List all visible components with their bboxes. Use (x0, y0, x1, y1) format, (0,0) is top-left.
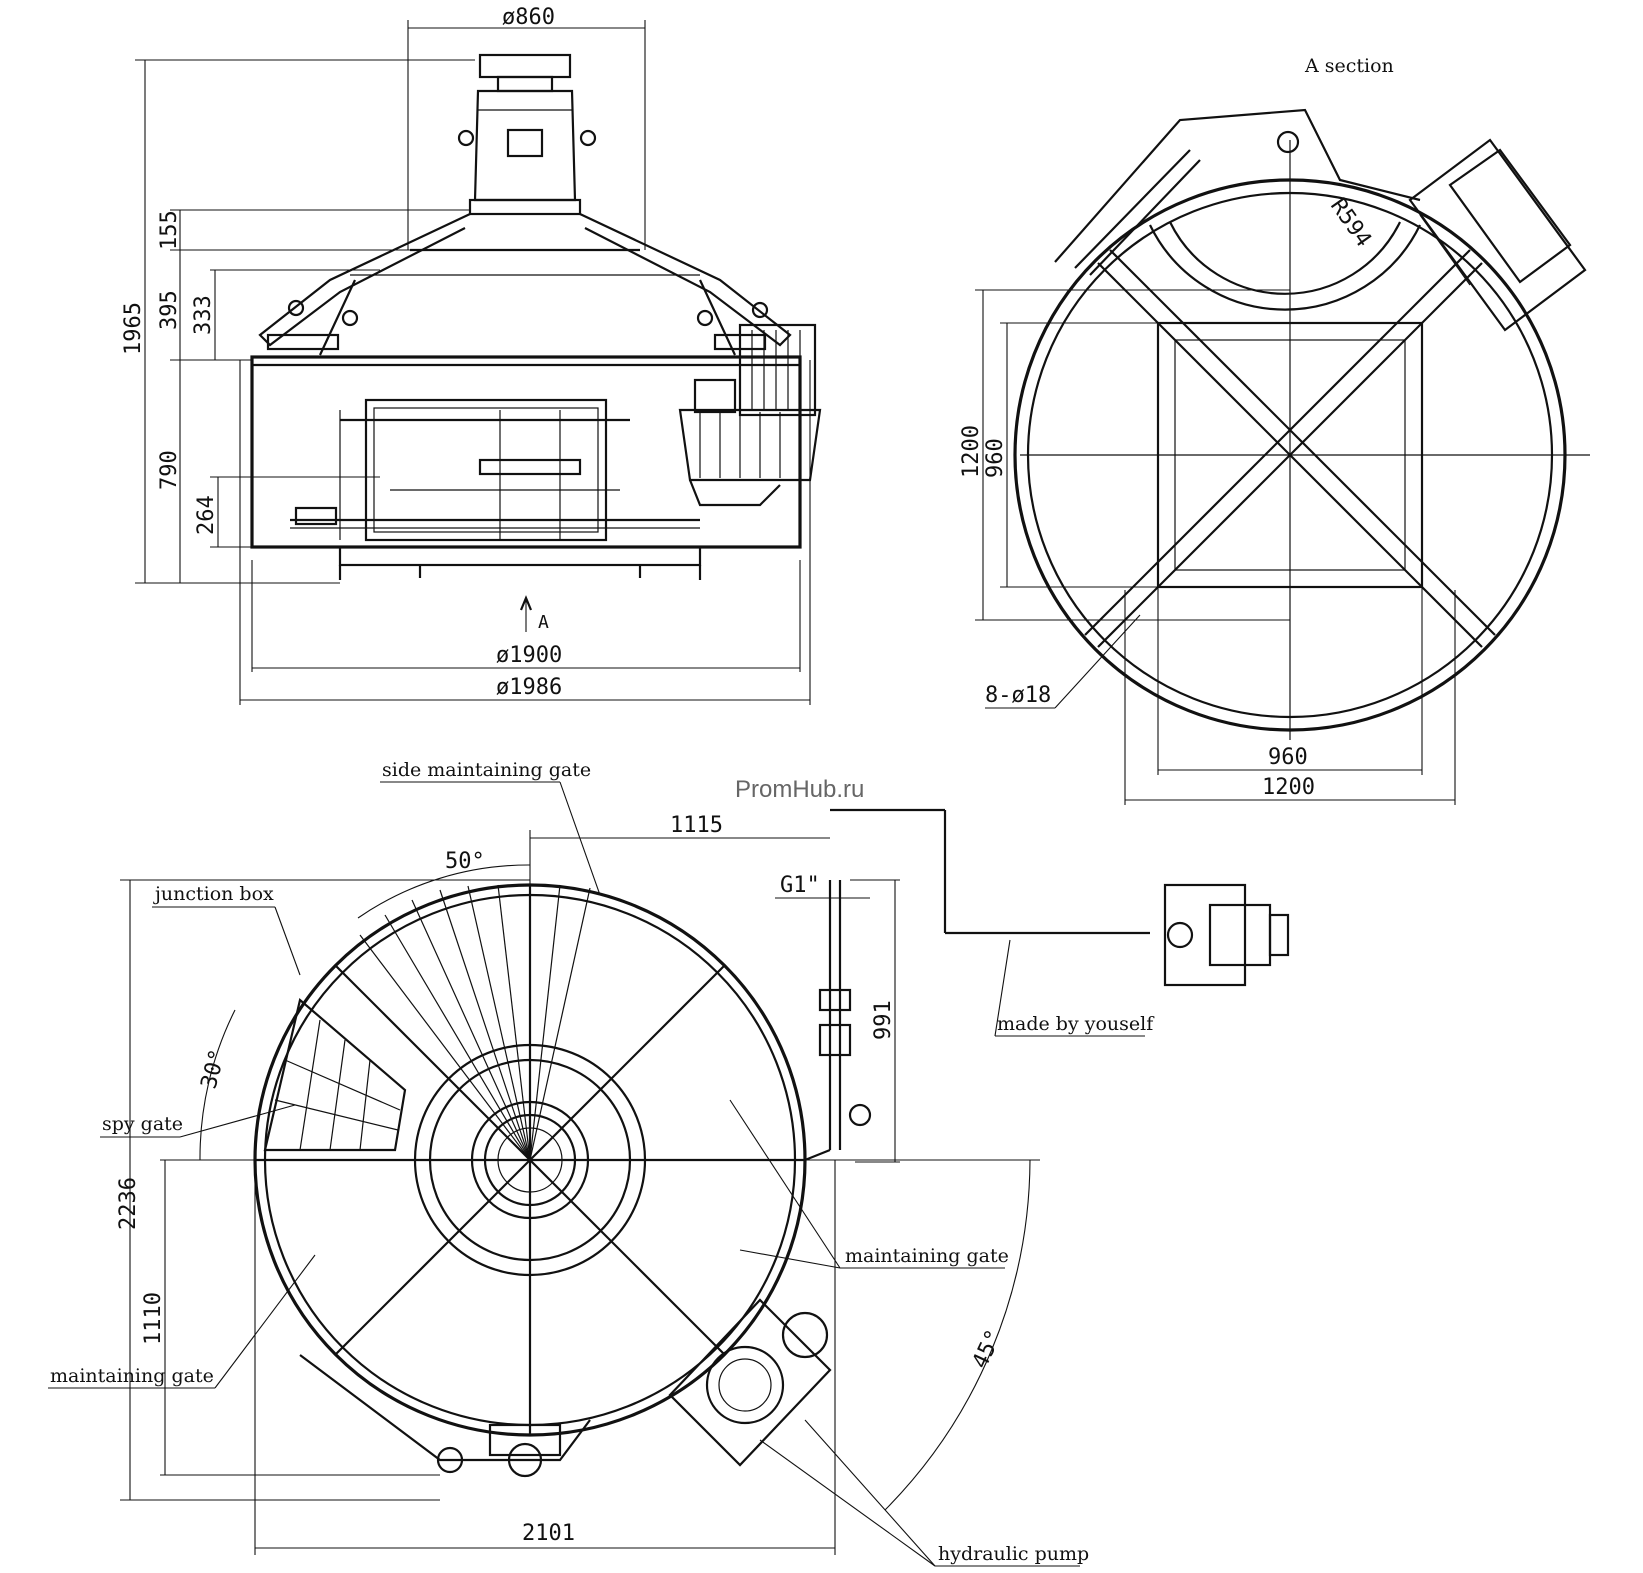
dim-395: 395 (157, 290, 182, 330)
dim-sec-960-h: 960 (1268, 745, 1308, 770)
plan-dimensions: 1115 G1" 991 50° 30° 45° 2236 11 (116, 813, 1040, 1555)
dim-264: 264 (194, 495, 219, 535)
dim-total-height: 1965 (121, 302, 146, 355)
plan-hydraulic-pump-box (668, 1298, 832, 1467)
dim-sec-holes: 8-ø18 (985, 683, 1051, 708)
dim-sec-1200-h: 1200 (1262, 775, 1315, 800)
dim-plan-1115: 1115 (670, 813, 723, 838)
label-maint-gate-left: maintaining gate (50, 1365, 214, 1387)
dim-top-diameter: ø860 (502, 5, 555, 30)
plan-view: 1115 G1" 991 50° 30° 45° 2236 11 (48, 759, 1290, 1567)
front-dimensions: ø860 1965 155 395 333 790 264 (121, 5, 811, 705)
plan-water-pipe (804, 880, 872, 1162)
label-junction-box: junction box (153, 883, 274, 905)
dim-plan-1110: 1110 (141, 1292, 166, 1345)
label-made-by: made by youself (997, 1013, 1155, 1035)
watermark: PromHub.ru (735, 776, 864, 803)
dim-r594: R594 (1325, 194, 1376, 252)
dim-plan-g1: G1" (780, 873, 820, 898)
label-hydraulic-pump: hydraulic pump (938, 1543, 1089, 1565)
section-title: A section (1304, 55, 1394, 77)
dim-sec-1200-v: 1200 (959, 425, 984, 478)
label-maint-gate-right: maintaining gate (845, 1245, 1009, 1267)
plan-labels: side maintaining gate junction box spy g… (48, 759, 1155, 1567)
dim-plan-2236: 2236 (116, 1177, 141, 1230)
dim-sec-960-v: 960 (983, 438, 1008, 478)
dim-plan-2101: 2101 (522, 1521, 575, 1546)
side-drive-unit (678, 323, 822, 507)
external-water-pump (830, 808, 1290, 987)
dim-plan-50deg: 50° (445, 849, 485, 874)
a-section-view: A section R594 1200 (959, 55, 1590, 805)
drum-body (250, 355, 802, 580)
label-spy-gate: spy gate (102, 1113, 183, 1135)
view-arrow-a: A (519, 595, 549, 633)
view-arrow-label: A (538, 612, 549, 633)
plan-blade-fan (359, 884, 591, 1161)
section-motor-box (1408, 138, 1587, 332)
dim-plan-45deg: 45° (968, 1326, 1007, 1373)
dim-790: 790 (157, 450, 182, 490)
conical-cover (258, 213, 792, 356)
dim-plan-30deg: 30° (197, 1047, 231, 1092)
motor (457, 53, 597, 216)
front-elevation-view: A ø860 1965 155 395 333 790 (121, 5, 822, 705)
dim-plan-991: 991 (871, 1000, 896, 1040)
dim-155: 155 (157, 210, 182, 250)
plan-discharge (299, 1354, 591, 1478)
dim-333: 333 (191, 295, 216, 335)
dim-d1900: ø1900 (496, 643, 562, 668)
dim-d1986: ø1986 (496, 675, 562, 700)
label-side-gate: side maintaining gate (382, 759, 591, 781)
plan-spy-gate-grid (263, 997, 407, 1152)
